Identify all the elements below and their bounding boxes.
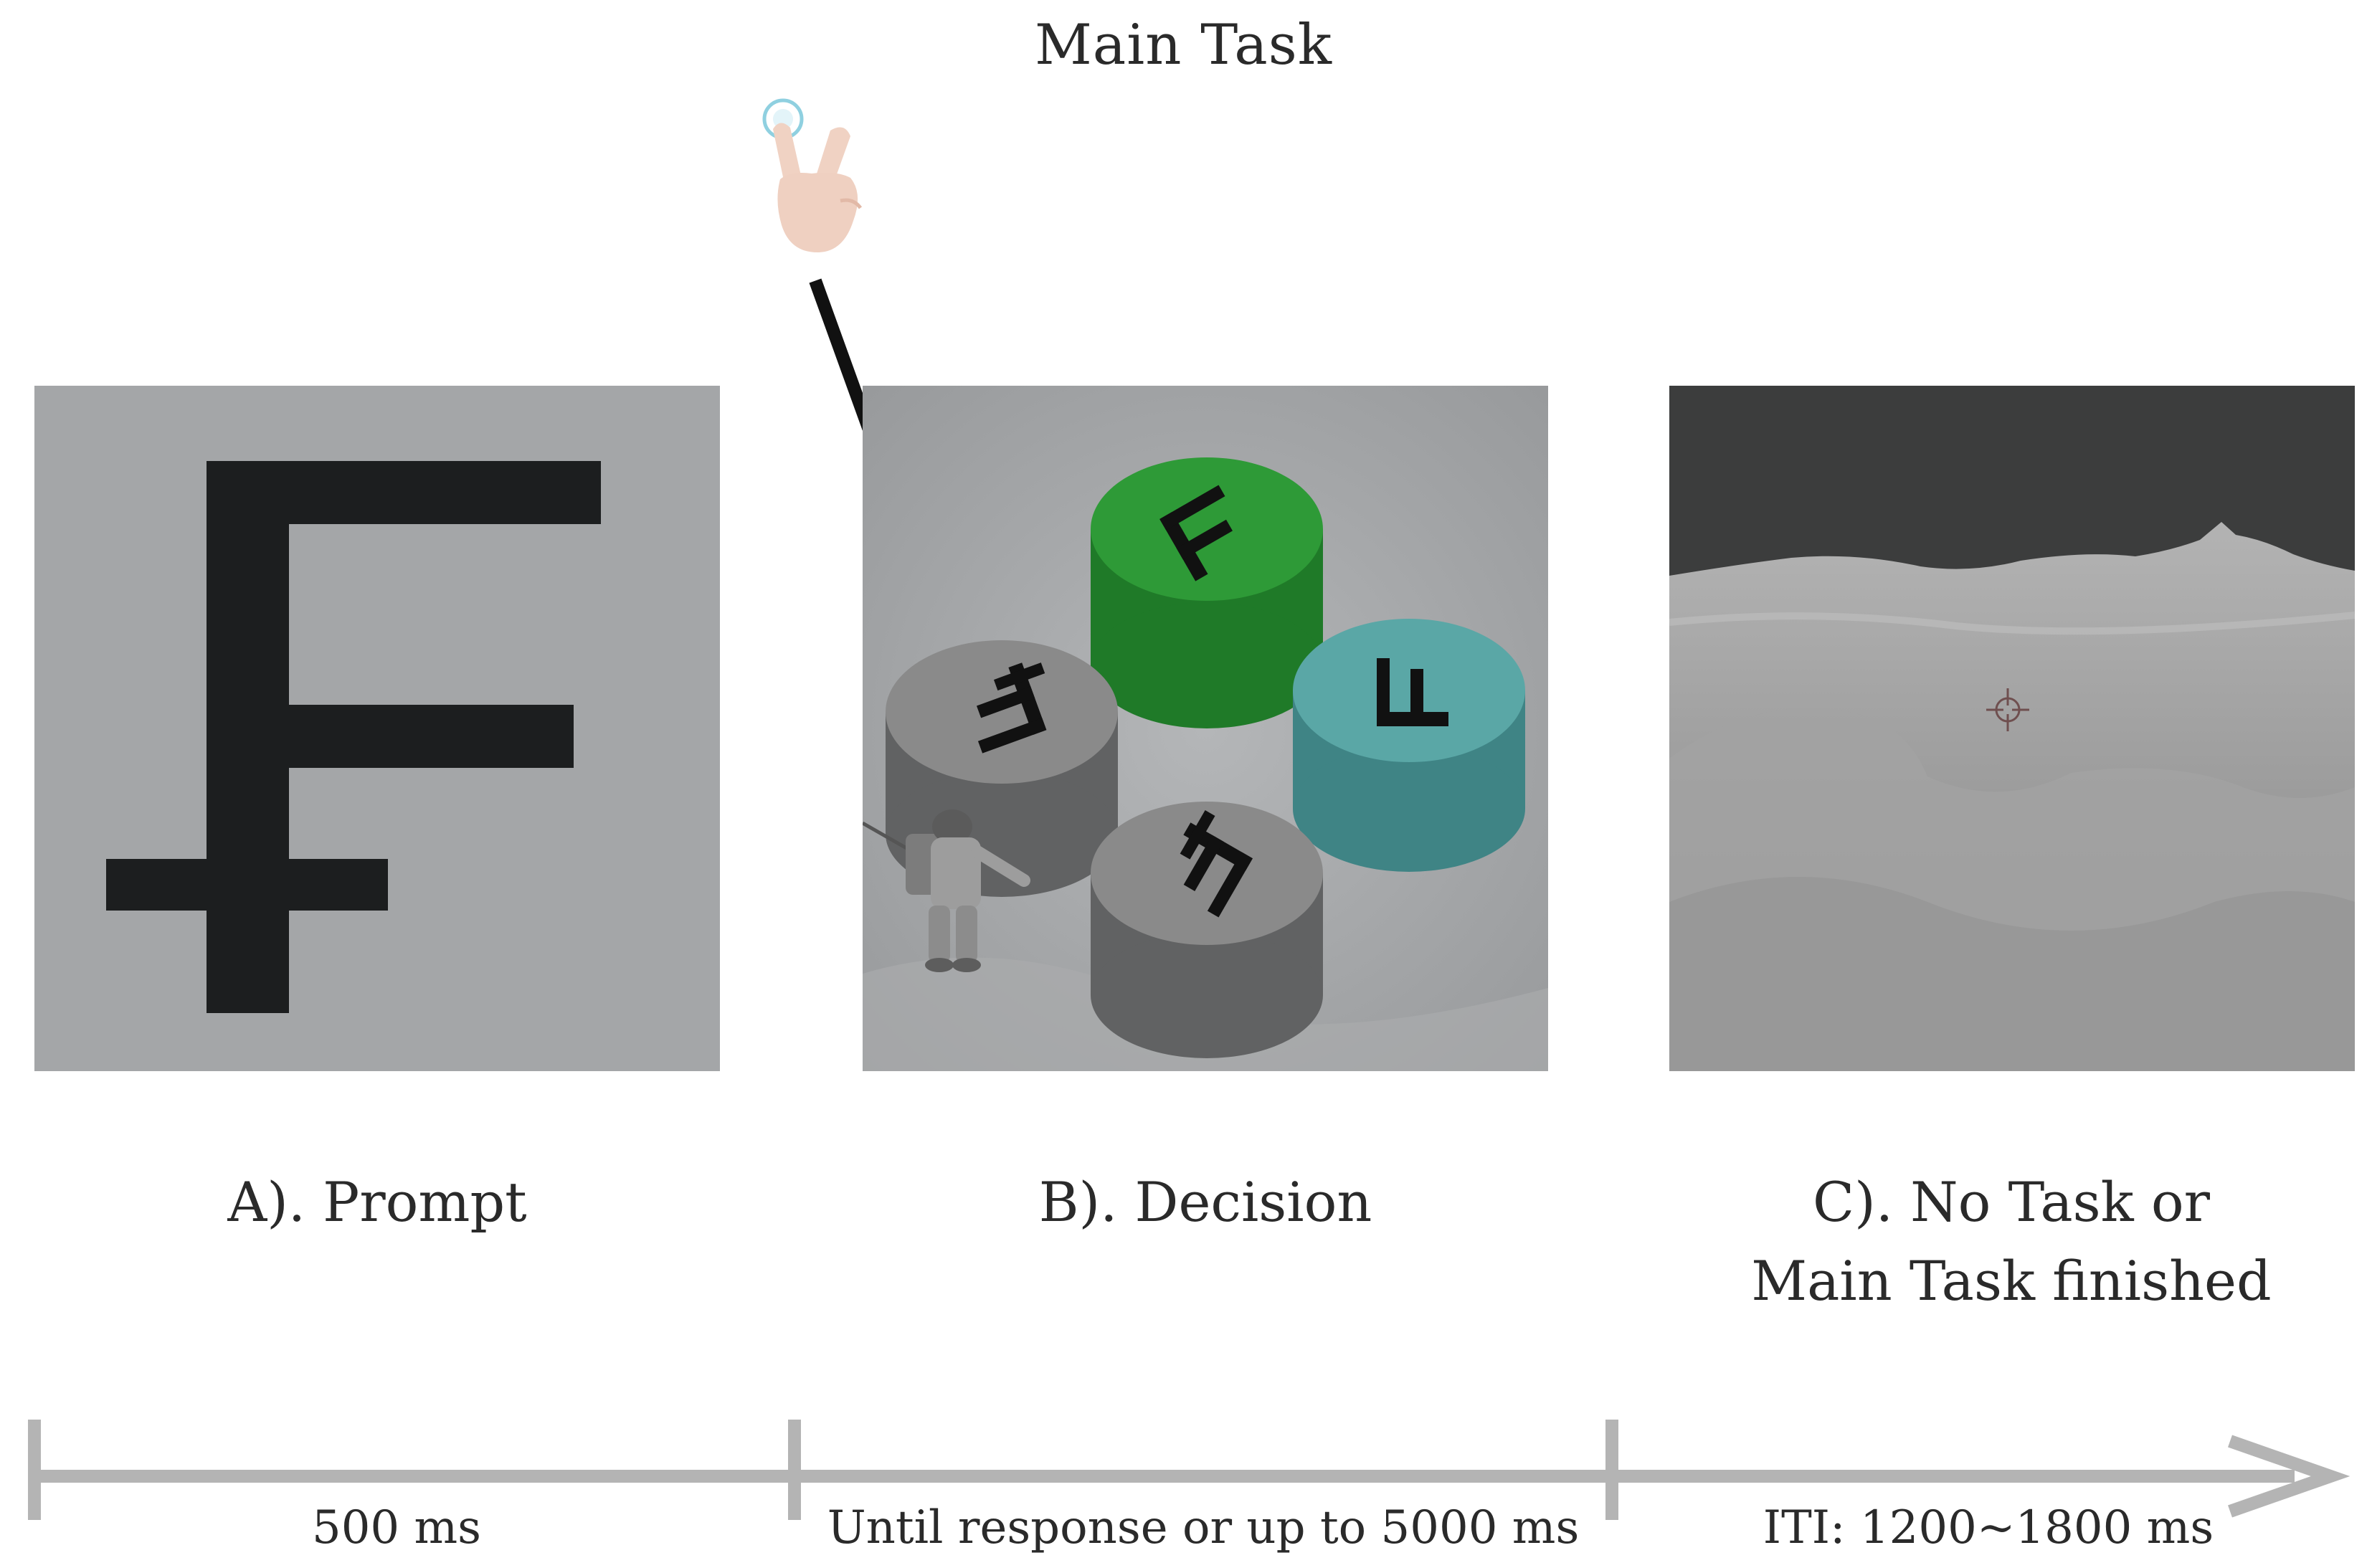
arrow-right-icon [2228, 1435, 2351, 1518]
timeline-label-iti: ITI: 1200~1800 ms [1763, 1501, 2214, 1554]
caption-no-task-line1: C). No Task or [1813, 1170, 2210, 1234]
two-finger-tap-icon [762, 98, 863, 252]
option-right-disc [1293, 619, 1525, 872]
prompt-stimulus [34, 386, 720, 1071]
caption-prompt: A). Prompt [227, 1170, 527, 1234]
crosshair-icon [1986, 688, 2029, 731]
decision-panel [863, 386, 1548, 1071]
option-left-disc [886, 640, 1118, 897]
figure-title: Main Task [1034, 13, 1333, 77]
caption-decision: B). Decision [1038, 1170, 1372, 1234]
timeline-label-prompt: 500 ms [311, 1501, 482, 1554]
no-task-panel [1669, 386, 2355, 1071]
caption-no-task: C). No Task or Main Task finished [1613, 1163, 2367, 1321]
timeline-label-decision: Until response or up to 5000 ms [827, 1501, 1580, 1554]
caption-no-task-line2: Main Task finished [1751, 1249, 2272, 1313]
option-bottom-disc [1091, 802, 1323, 1058]
terrain-scene [1669, 386, 2355, 1071]
option-top-disc [1091, 457, 1323, 728]
prompt-panel [34, 386, 720, 1071]
decision-scene [863, 386, 1548, 1071]
timeline [28, 1420, 2351, 1520]
astronaut-avatar [863, 809, 1030, 972]
